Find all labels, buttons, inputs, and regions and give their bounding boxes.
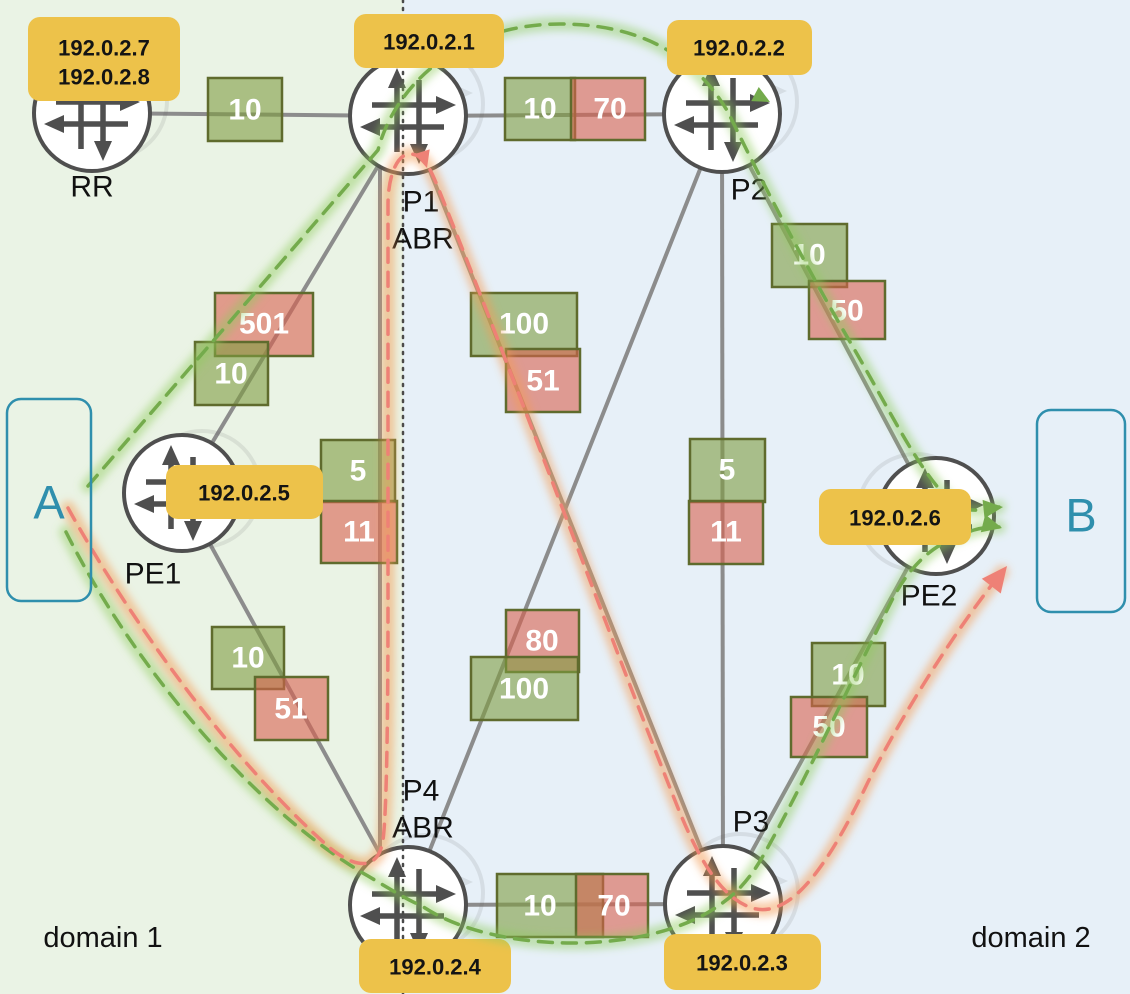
ip-label-pe2: 192.0.2.6 (819, 489, 971, 545)
router-p4-role: ABR (392, 812, 454, 845)
router-p1-role: ABR (392, 223, 454, 256)
endpoint-a: A (5, 397, 93, 603)
cost-p2-p3-green-value: 5 (719, 454, 736, 487)
router-rr-name: RR (70, 171, 113, 204)
ip-label-p4: 192.0.2.4 (359, 939, 511, 993)
cost-p1-p3-red-value: 51 (526, 365, 559, 398)
ip-label-p2: 192.0.2.2 (667, 20, 812, 75)
ip-label-p1: 192.0.2.1 (354, 14, 504, 68)
ip-label-pe1: 192.0.2.5 (166, 465, 323, 519)
cost-p2-p3-green (688, 437, 767, 504)
endpoint-b-box (1035, 408, 1127, 614)
router-pe1-name: PE1 (125, 558, 182, 591)
red-path (66, 152, 1004, 912)
cost-p4-p3-red-value: 70 (597, 890, 630, 923)
cost-rr-p1-green-value: 10 (228, 94, 261, 127)
green-top-path (86, 22, 1001, 512)
link-costs: 10 10 70 501 10 5 11 100 51 80 100 5 11 … (193, 76, 887, 939)
domain2-label: domain 2 (971, 922, 1090, 954)
router-p3-name: P3 (733, 806, 770, 839)
router-pe2-name: PE2 (901, 580, 958, 613)
ip-p2: 192.0.2.2 (693, 36, 785, 61)
cost-p2-p3-red-value: 11 (710, 516, 742, 549)
cost-p1-p2-red (569, 76, 647, 142)
router-p4-name: P4 (403, 775, 440, 808)
cost-p1-p2-green-value: 10 (523, 93, 556, 126)
endpoint-b: B (1035, 408, 1127, 614)
cost-p2-p4-red-value: 80 (525, 625, 558, 658)
green-bottom-path (64, 525, 1001, 945)
cost-p1-p2-red-value: 70 (593, 93, 626, 126)
cost-pe1-p4-green-value: 10 (231, 642, 264, 675)
endpoint-b-label: B (1065, 489, 1096, 542)
cost-pe1-p4-red-value: 51 (274, 693, 307, 726)
cost-p4-p3-green-value: 10 (523, 890, 556, 923)
endpoint-a-label: A (33, 476, 65, 529)
cost-p1-p4-green-value: 5 (350, 455, 367, 488)
overlay-paths (64, 22, 1017, 945)
cost-p2-p3-red (687, 499, 765, 566)
domain1-label: domain 1 (43, 922, 162, 954)
ip-label-rr: 192.0.2.7 192.0.2.8 (28, 17, 180, 101)
cost-rr-p1-green (206, 76, 284, 143)
ip-rr-2: 192.0.2.8 (58, 65, 150, 90)
ip-p3: 192.0.2.3 (696, 951, 788, 976)
ip-pe2: 192.0.2.6 (849, 506, 941, 531)
cost-pe1-p1-green-value: 10 (214, 358, 247, 391)
cost-p2-p4-green-value: 100 (499, 673, 549, 706)
ip-p4: 192.0.2.4 (389, 955, 482, 980)
cost-p1-p4-red-value: 11 (343, 516, 375, 549)
ip-pe1: 192.0.2.5 (198, 481, 290, 506)
cost-p2-p4-green (469, 655, 580, 722)
ip-rr-1: 192.0.2.7 (58, 36, 150, 61)
cost-pe1-p1-red-value: 501 (239, 308, 289, 341)
ip-p1: 192.0.2.1 (383, 30, 475, 55)
cost-p4-p3-red (574, 872, 650, 939)
cost-pe1-p4-red (253, 675, 330, 742)
ip-label-p3: 192.0.2.3 (664, 934, 821, 990)
cost-p1-p3-green-value: 100 (499, 308, 549, 341)
endpoint-a-box (5, 397, 93, 603)
